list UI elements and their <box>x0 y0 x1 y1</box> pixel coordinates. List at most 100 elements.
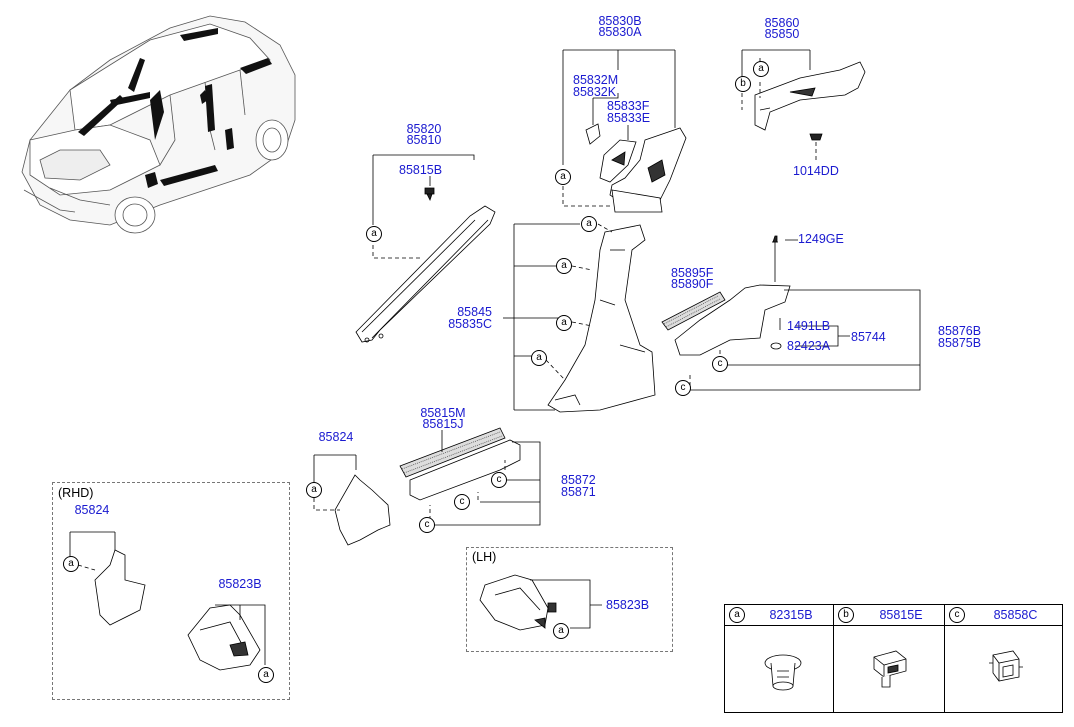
callout-c: c <box>419 517 435 533</box>
vehicle-trim-highlights <box>78 28 272 188</box>
dashes-85845 <box>545 223 613 381</box>
part-label-85824-main[interactable]: 85824 <box>318 430 354 444</box>
leader-85820 <box>372 154 475 225</box>
lh-group-frame <box>466 547 673 652</box>
legend-cell-c[interactable]: c 85858C <box>945 605 1062 712</box>
part-label-85890F[interactable]: 85890F <box>671 277 714 291</box>
bracket-85872 <box>430 430 541 526</box>
bracket-85823B-lh <box>530 579 602 629</box>
bracket-85823B-rhd-part <box>187 604 261 671</box>
screw-1249GE-head <box>772 235 778 243</box>
bracket-85824-rhd <box>69 531 116 560</box>
part-label-85845[interactable]: 85845 <box>457 305 492 319</box>
part-label-85871[interactable]: 85871 <box>561 485 596 499</box>
callout-c: c <box>675 380 691 396</box>
kick-panel-85824-rhd-part <box>94 549 146 626</box>
part-label-85875B[interactable]: 85875B <box>938 336 982 350</box>
fastener-legend-table: a 82315B b 85815E <box>724 604 1063 713</box>
legend-callout-a: a <box>729 607 745 623</box>
callout-a: a <box>556 315 572 331</box>
bracket-85832 <box>593 93 619 99</box>
rhd-group-title: (RHD) <box>58 486 94 500</box>
rhd-group-frame <box>52 482 290 700</box>
callout-a: a <box>63 556 79 572</box>
quarter-trim-85860-part <box>754 61 866 141</box>
part-label-85744[interactable]: 85744 <box>851 330 886 344</box>
part-label-85815J[interactable]: 85815J <box>422 417 464 431</box>
part-label-82423A[interactable]: 82423A <box>787 339 831 353</box>
callout-a: a <box>531 350 547 366</box>
legend-header-a: a 82315B <box>725 605 833 626</box>
lh-group-title: (LH) <box>472 550 497 564</box>
b-pillar-trim-part <box>547 224 656 413</box>
part-label-85823B-lh[interactable]: 85823B <box>606 598 650 612</box>
legend-cell-b[interactable]: b 85815E <box>834 605 945 712</box>
front-sill-85815M-part <box>399 427 521 501</box>
part-label-85832K[interactable]: 85832K <box>573 85 617 99</box>
callout-a: a <box>553 623 569 639</box>
bracket-85823B-lh-part <box>479 574 557 631</box>
callout-a: a <box>258 667 274 683</box>
clip-85858C-icon <box>989 650 1023 682</box>
callout-c: c <box>491 472 507 488</box>
rear-scuff-85876-part <box>661 284 791 356</box>
part-label-85820[interactable]: 85820 <box>406 122 442 136</box>
leader-85830-a <box>562 186 612 207</box>
part-label-85815B[interactable]: 85815B <box>399 163 443 177</box>
grommet-82315B-icon <box>764 654 802 691</box>
c-pillar-small-part <box>585 123 637 183</box>
part-label-85850[interactable]: 85850 <box>764 27 800 41</box>
part-label-85810[interactable]: 85810 <box>406 133 442 147</box>
part-label-85876B[interactable]: 85876B <box>938 324 982 338</box>
part-label-85832M[interactable]: 85832M <box>573 73 619 87</box>
part-label-85824-rhd[interactable]: 85824 <box>74 503 110 517</box>
part-label-1491LB[interactable]: 1491LB <box>787 319 831 333</box>
dashes-85824-main <box>313 498 340 511</box>
part-label-85815M[interactable]: 85815M <box>420 406 466 420</box>
part-label-85830A[interactable]: 85830A <box>598 25 642 39</box>
kick-panel-85824-part <box>334 474 391 546</box>
legend-header-c: c 85858C <box>945 605 1062 626</box>
part-label-85895F[interactable]: 85895F <box>671 266 714 280</box>
callout-a: a <box>753 61 769 77</box>
part-label-85860[interactable]: 85860 <box>764 16 800 30</box>
callout-a: a <box>581 216 597 232</box>
legend-header-b: b 85815E <box>834 605 944 626</box>
callout-c: c <box>712 356 728 372</box>
bracket-85824-main <box>313 454 357 484</box>
legend-part-85858C: 85858C <box>993 608 1038 622</box>
a-pillar-trim-part <box>355 205 496 343</box>
part-label-1249GE[interactable]: 1249GE <box>798 232 844 246</box>
callout-b: b <box>735 76 751 92</box>
legend-part-82315B: 82315B <box>769 608 813 622</box>
part-label-85823B-rhd[interactable]: 85823B <box>218 577 262 591</box>
leader-85820-a <box>372 238 420 259</box>
legend-callout-b: b <box>838 607 854 623</box>
part-label-1014DD[interactable]: 1014DD <box>793 164 839 178</box>
bracket-85823B-rhd <box>215 604 266 665</box>
dashes-85860 <box>741 82 761 110</box>
nut-82423A <box>770 342 782 350</box>
legend-cell-a[interactable]: a 82315B <box>725 605 834 712</box>
legend-part-85815E: 85815E <box>879 608 923 622</box>
bracket-85876 <box>690 289 921 391</box>
legend-callout-c: c <box>949 607 965 623</box>
callout-a: a <box>556 258 572 274</box>
callout-c: c <box>454 494 470 510</box>
part-label-85833F[interactable]: 85833F <box>607 99 650 113</box>
screw-1249GE <box>772 241 778 282</box>
dashes-85824-rhd <box>77 564 96 571</box>
callout-a: a <box>555 169 571 185</box>
part-label-85833E[interactable]: 85833E <box>607 111 651 125</box>
c-pillar-trim-part <box>609 127 687 213</box>
part-label-85872[interactable]: 85872 <box>561 473 596 487</box>
bracket-85830 <box>562 49 676 165</box>
leaders-85744 <box>785 239 850 347</box>
part-label-85830B[interactable]: 85830B <box>598 14 642 28</box>
bracket-85845 <box>513 223 580 411</box>
part-label-85835C[interactable]: 85835C <box>448 317 492 331</box>
bracket-85860 <box>741 49 811 78</box>
callout-a: a <box>366 226 382 242</box>
